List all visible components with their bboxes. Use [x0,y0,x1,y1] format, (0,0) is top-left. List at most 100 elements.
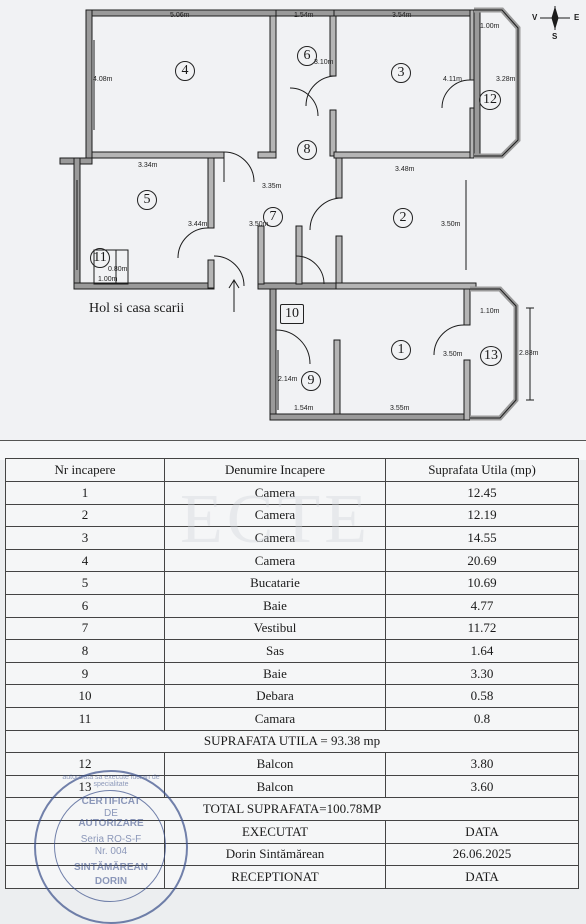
table-cell: 9 [5,661,165,686]
table-cell: Camara [164,706,386,731]
dim-label: 3.35m [262,183,282,190]
stamp-text: AUTORIZARE [78,818,144,829]
hall-caption: Hol si casa scarii [89,301,185,316]
table-cell: 4.77 [385,593,579,618]
room-number: 6 [297,46,317,66]
separator-gap [0,441,586,460]
floor-plan-walls [59,6,570,421]
table-row: SUPRAFATA UTILA = 93.38 mp [5,729,579,754]
table-cell: DATA [385,865,579,889]
dim-label: 3.34m [138,162,158,169]
column-header: Denumire Incapere [164,458,386,482]
table-cell: Bucatarie [164,571,386,595]
dim-label: 3.50m [249,221,269,228]
table-cell: Vestibul [164,616,386,641]
stamp-ring-text: autorizata sa execute lucrari de special… [62,774,160,788]
table-cell: Camera [164,526,386,550]
table-cell: 2 [5,503,165,528]
table-cell: Dorin Sintămărean [164,842,386,867]
table-cell: 12 [5,752,165,776]
table-cell: 3.80 [385,752,579,776]
dim-label: 4.11m [443,76,462,83]
watermark: ECTE [180,481,371,558]
table-cell: 1 [5,481,165,505]
table-cell: 1.64 [385,639,579,663]
dim-label: 1.10m [480,308,500,315]
dim-label: 3.54m [392,12,412,19]
table-cell: 7 [5,616,165,641]
authorization-stamp: CERTIFICAT DE AUTORIZARE Seria RO-S-F Nr… [34,770,188,924]
table-cell: 20.69 [385,548,579,573]
table-cell: 14.55 [385,526,579,550]
table-cell: Balcon [164,752,386,776]
table-cell: 10 [5,684,165,708]
stamp-text: SINTĂMĂREAN [74,862,148,873]
room-number: 12 [479,90,501,110]
stamp-text: Seria RO-S-F [80,834,142,845]
compass-west-label: V [532,13,538,22]
table-cell: 10.69 [385,571,579,595]
table-cell: 3.60 [385,774,579,799]
table-cell: 11.72 [385,616,579,641]
room-number: 7 [263,207,283,227]
dim-label: 0.80m [108,266,128,273]
dim-label: 2.83m [519,350,539,357]
room-number: 2 [393,208,413,228]
table-cell: Balcon [164,774,386,799]
dim-label: 1.00m [98,276,118,283]
dim-label: 3.10m [314,59,334,66]
table-cell: 12.19 [385,503,579,528]
table-cell: 5 [5,571,165,595]
table-cell: 6 [5,593,165,618]
room-number: 4 [175,61,195,81]
table-cell: 0.8 [385,706,579,731]
table-cell: Baie [164,593,386,618]
table-cell: Sas [164,639,386,663]
table-cell: 3 [5,526,165,550]
stamp-text: Nr. 004 [94,846,128,857]
dim-label: 3.50m [441,221,461,228]
summary-cell: SUPRAFATA UTILA = 93.38 mp [5,729,579,754]
dim-label: 3.48m [395,166,415,173]
dim-label: 3.55m [390,405,410,412]
room-number: 1 [391,340,411,360]
area-table: Nr incapere Denumire Incapere Suprafata … [5,458,579,889]
table-cell: 3.30 [385,661,579,686]
room-number: 5 [137,190,157,210]
column-header: Nr incapere [5,458,165,482]
column-header: Suprafata Utila (mp) [385,458,579,482]
dim-label: 1.54m [294,405,314,412]
room-number: 8 [297,140,317,160]
compass-east-label: E [574,13,580,22]
table-header-row: Nr incapere Denumire Incapere Suprafata … [5,458,579,482]
room-number: 10 [280,304,304,324]
dim-label: 4.08m [93,76,113,83]
room-number: 9 [301,371,321,391]
dim-label: 1.00m [480,23,500,30]
table-cell: 26.06.2025 [385,842,579,867]
table-cell: DATA [385,819,579,844]
stamp-text: CERTIFICAT [81,796,141,807]
stamp-text: DE [104,808,118,819]
room-number: 3 [391,63,411,83]
dim-label: 3.50m [443,351,463,358]
table-cell: 12.45 [385,481,579,505]
compass-south-label: S [552,32,558,41]
table-cell: 4 [5,548,165,573]
room-number: 13 [480,346,502,366]
floor-plan: V E S 5.06m 1.54m 3.54m 1.00m 4.08m 3.10… [0,0,586,441]
dim-label: 5.06m [170,12,190,19]
table-cell: Baie [164,661,386,686]
dim-label: 1.54m [294,12,314,19]
table-cell: 11 [5,706,165,731]
